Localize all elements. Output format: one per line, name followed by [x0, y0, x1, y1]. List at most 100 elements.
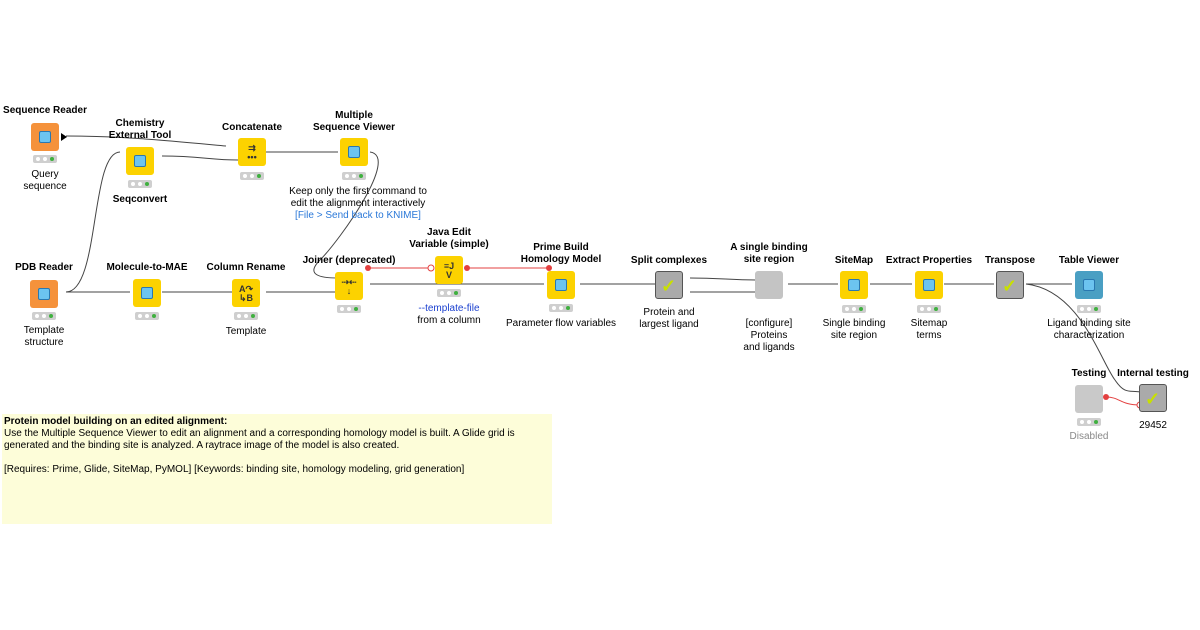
- title-line: External Tool: [108, 130, 172, 141]
- output-port[interactable]: [61, 133, 67, 141]
- connection-transpose-to-testing: [1025, 283, 1141, 393]
- joiner-icon[interactable]: ⇢⇠↓: [335, 272, 363, 300]
- node-status-traffic-light: [1077, 418, 1101, 426]
- node-title: PDB Reader: [15, 262, 73, 273]
- caption-line: --template-file: [418, 303, 480, 314]
- node-caption: --template-file from a column: [379, 303, 519, 327]
- connection-chem-to-seqreader: [65, 135, 227, 147]
- node-status-traffic-light: [32, 312, 56, 320]
- disabled-node-icon[interactable]: [1075, 385, 1103, 413]
- node-title: Transpose: [984, 255, 1036, 266]
- node-title: Internal testing: [1117, 368, 1189, 379]
- node-caption: Ligand binding site characterization: [1019, 318, 1159, 342]
- caption-line: structure: [24, 337, 64, 348]
- caption-line: and ligands: [743, 342, 795, 353]
- node-status-traffic-light: [135, 312, 159, 320]
- node-caption: Disabled: [1069, 431, 1109, 442]
- sequence-reader-icon[interactable]: [31, 123, 59, 151]
- caption-line: Template: [23, 325, 65, 336]
- node-title: Prime Build Homology Model: [491, 242, 631, 266]
- node-caption: Template: [225, 326, 267, 337]
- concatenate-icon[interactable]: ⇉•••: [238, 138, 266, 166]
- molecule-to-mae-icon[interactable]: [133, 279, 161, 307]
- node-caption: 29452: [1139, 420, 1167, 431]
- title-line: Java Edit: [427, 227, 471, 238]
- caption-line: from a column: [417, 315, 481, 326]
- metanode-icon[interactable]: ✓: [655, 271, 683, 299]
- node-status-traffic-light: [549, 304, 573, 312]
- variable-connection-testing-internal: [1105, 396, 1141, 406]
- table-viewer-icon[interactable]: [1075, 271, 1103, 299]
- prime-build-icon[interactable]: [547, 271, 575, 299]
- metanode-icon[interactable]: ✓: [1139, 384, 1167, 412]
- sitemap-icon[interactable]: [840, 271, 868, 299]
- node-status-traffic-light: [33, 155, 57, 163]
- caption-line: terms: [916, 330, 942, 341]
- caption-line: site region: [830, 330, 878, 341]
- node-status-traffic-light: [342, 172, 366, 180]
- chemistry-tool-icon[interactable]: [126, 147, 154, 175]
- annotation-line: edit the alignment interactively: [290, 198, 426, 209]
- node-title: Joiner (deprecated): [302, 255, 396, 266]
- caption-line: Single binding: [822, 318, 886, 329]
- title-line: site region: [743, 254, 795, 265]
- metanode-icon[interactable]: ✓: [996, 271, 1024, 299]
- title-line: Sequence Viewer: [312, 122, 396, 133]
- node-status-traffic-light: [128, 180, 152, 188]
- caption-text: Query sequence: [23, 169, 67, 192]
- caption-line: largest ligand: [639, 319, 699, 330]
- caption-line: Protein and: [643, 307, 695, 318]
- note-body: Use the Multiple Sequence Viewer to edit…: [4, 428, 515, 451]
- pdb-reader-icon[interactable]: [30, 280, 58, 308]
- column-rename-icon[interactable]: A↷↳B: [232, 279, 260, 307]
- caption-line: Proteins: [750, 330, 788, 341]
- title-line: Variable (simple): [409, 239, 489, 250]
- connection-msv-to-joiner: [313, 151, 379, 279]
- node-title: Concatenate: [221, 122, 282, 133]
- title-line: A single binding: [730, 242, 808, 253]
- note-requirements: [Requires: Prime, Glide, SiteMap, PyMOL]…: [4, 464, 465, 475]
- node-caption: Query sequence: [0, 169, 115, 193]
- node-caption: Parameter flow variables: [505, 318, 617, 329]
- node-caption: Seqconvert: [112, 194, 168, 205]
- node-status-traffic-light: [1077, 305, 1101, 313]
- node-caption: Protein and largest ligand: [599, 307, 739, 331]
- caption-line: Ligand binding site: [1047, 318, 1131, 329]
- node-caption: Template structure: [0, 325, 114, 349]
- node-status-traffic-light: [437, 289, 461, 297]
- title-line: Multiple: [335, 110, 373, 121]
- node-status-traffic-light: [337, 305, 361, 313]
- node-title: Table Viewer: [1058, 255, 1120, 266]
- node-caption: Sitemap terms: [859, 318, 999, 342]
- node-title: Split complexes: [630, 255, 708, 266]
- title-line: Prime Build: [533, 242, 589, 253]
- node-title: Chemistry External Tool: [70, 118, 210, 142]
- note-heading: Protein model building on an edited alig…: [4, 416, 228, 427]
- node-title: Multiple Sequence Viewer: [284, 110, 424, 134]
- node-title: Java Edit Variable (simple): [379, 227, 519, 251]
- extract-properties-icon[interactable]: [915, 271, 943, 299]
- metanode-icon[interactable]: [755, 271, 783, 299]
- node-title: SiteMap: [834, 255, 874, 266]
- node-caption: Single binding site region: [784, 318, 924, 342]
- annotation-link: [File > Send back to KNIME]: [295, 210, 421, 221]
- node-title: Extract Properties: [885, 255, 973, 266]
- caption-line: [configure]: [745, 318, 793, 329]
- node-title: Testing: [1071, 368, 1107, 379]
- node-annotation: Keep only the first command to edit the …: [288, 186, 428, 222]
- title-line: Homology Model: [520, 254, 602, 265]
- connection-chem-to-concat: [161, 155, 239, 161]
- node-status-traffic-light: [842, 305, 866, 313]
- workflow-description-annotation: Protein model building on an edited alig…: [2, 414, 552, 524]
- annotation-line: Keep only the first command to: [289, 186, 427, 197]
- node-status-traffic-light: [234, 312, 258, 320]
- title-line: Chemistry: [115, 118, 165, 129]
- node-title: Sequence Reader: [3, 105, 87, 116]
- node-caption: [configure] Proteins and ligands: [699, 318, 839, 354]
- caption-line: Sitemap: [910, 318, 948, 329]
- msv-icon[interactable]: [340, 138, 368, 166]
- node-status-traffic-light: [240, 172, 264, 180]
- caption-line: characterization: [1053, 330, 1125, 341]
